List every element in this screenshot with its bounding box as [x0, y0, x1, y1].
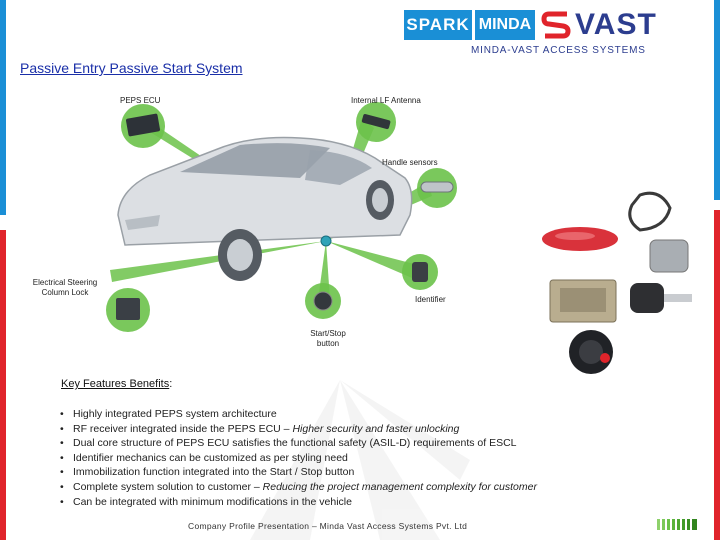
component-start-stop [305, 283, 341, 319]
list-item: • Identifier mechanics can be customized … [60, 451, 537, 466]
bullet: • [60, 437, 64, 450]
car-front-wheel-rim [227, 239, 253, 271]
component-identifier [402, 254, 438, 290]
right-red-bar [714, 210, 720, 540]
feature-italic: Reducing the project management complexi… [262, 480, 537, 493]
label-start-stop: Start/Stop button [300, 329, 356, 349]
vast-s-logo-icon [541, 10, 571, 40]
label-lf-antenna: Internal LF Antenna [351, 96, 421, 105]
product-photos [542, 191, 692, 374]
feature-text: Complete system solution to customer – [73, 480, 263, 493]
features-heading: Key Features Benefits: [61, 378, 172, 390]
component-peps-ecu [121, 104, 165, 148]
list-item: • Dual core structure of PEPS ECU satisfi… [60, 436, 537, 451]
label-handle-sensors: Handle sensors [382, 158, 438, 167]
left-red-bar [0, 230, 6, 540]
label-steering-lock-line1: Electrical Steering [32, 278, 98, 287]
label-start-stop-line1: Start/Stop [310, 329, 346, 338]
list-item: • RF receiver integrated inside the PEPS … [60, 422, 537, 437]
bullet: • [60, 422, 64, 435]
features-list: • Highly integrated PEPS system architect… [60, 407, 537, 509]
feature-text: Immobilization function integrated into … [73, 466, 355, 479]
photo-lf-antenna [628, 191, 672, 232]
car-illustration [117, 136, 413, 281]
left-blue-bar [0, 0, 6, 215]
right-blue-bar [714, 0, 720, 200]
green-bars-icon [657, 519, 697, 530]
feature-text: Can be integrated with minimum modificat… [73, 495, 352, 508]
list-item: • Can be integrated with minimum modifica… [60, 495, 537, 510]
photo-steering-lock [649, 239, 689, 273]
label-start-stop-line2: button [316, 339, 340, 348]
background-ray [250, 380, 340, 540]
car-rear-wheel-rim [372, 188, 388, 212]
vast-logo: VAST [575, 8, 657, 41]
bullet: • [60, 480, 64, 493]
ray-steering-lock [110, 241, 326, 282]
photo-identifier-key [630, 283, 664, 313]
feature-text: Dual core structure of PEPS ECU satisfie… [73, 437, 517, 450]
bullet: • [60, 466, 64, 479]
list-item: •Complete system solution to customer – … [60, 480, 537, 495]
feature-text: Highly integrated PEPS system architectu… [73, 408, 277, 420]
bullet: • [60, 408, 64, 420]
car-windshield [180, 143, 330, 178]
footer-text: Company Profile Presentation – Minda Vas… [188, 521, 468, 531]
label-steering-lock: Electrical Steering Column Lock [24, 278, 106, 298]
component-handle-sensors [417, 168, 457, 208]
ray-identifier [326, 241, 418, 278]
bullet: • [60, 495, 64, 508]
list-item: • Immobilization function integrated into… [60, 465, 537, 480]
spark-logo: SPARK [404, 10, 472, 40]
feature-text: RF receiver integrated inside the PEPS E… [73, 422, 293, 435]
minda-logo: MINDA [473, 10, 535, 40]
background-rays [250, 380, 470, 540]
car-side-window [305, 150, 372, 185]
component-steering-lock [106, 288, 150, 332]
logo-tagline: MINDA-VAST ACCESS SYSTEMS [471, 45, 646, 56]
features-heading-suffix: : [169, 378, 173, 390]
features-heading-text: Key Features Benefits [61, 378, 170, 390]
bullet: • [60, 451, 64, 464]
label-peps-ecu: PEPS ECU [120, 96, 161, 105]
feature-italic: Higher security and faster unlocking [292, 422, 460, 435]
hub-node [320, 235, 332, 247]
component-lf-antenna [356, 102, 396, 142]
label-steering-lock-line2: Column Lock [41, 288, 89, 297]
label-identifier: Identifier [415, 295, 446, 304]
background-ray [340, 380, 470, 480]
background-ray [340, 380, 440, 540]
list-item: • Highly integrated PEPS system architect… [60, 407, 537, 422]
feature-text: Identifier mechanics can be customized a… [73, 451, 348, 464]
page-title: Passive Entry Passive Start System [20, 60, 243, 76]
car-headlight [125, 215, 160, 230]
